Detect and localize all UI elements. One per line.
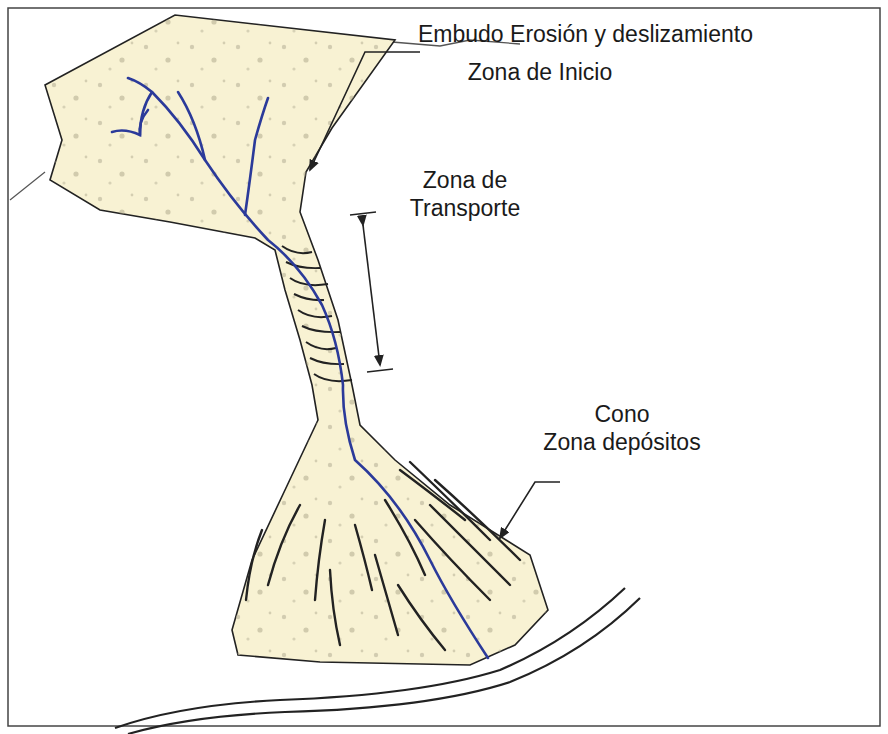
leader-line: [500, 482, 560, 538]
transport-hatching: [282, 246, 352, 381]
hatch-stroke: [302, 326, 340, 332]
hatch-stroke: [282, 246, 312, 253]
zone-label: Embudo Erosión y deslizamiento: [418, 22, 753, 47]
leader-line: [310, 52, 420, 170]
dimension-cap: [350, 212, 376, 215]
river: [115, 588, 640, 734]
hatch-stroke: [306, 342, 336, 349]
zone-label: Zona de Inicio: [468, 60, 612, 85]
zone-label: Cono: [595, 402, 650, 427]
zone-label: Zona de: [423, 168, 507, 193]
dimension-cap: [367, 369, 393, 372]
frame: [8, 8, 880, 726]
zone-label: Zona depósitos: [543, 430, 700, 455]
terrain-line: [10, 172, 45, 200]
texture: [45, 15, 548, 665]
debris-flow-outline: [45, 15, 548, 665]
dimension-arrow: [363, 225, 380, 365]
hatch-stroke: [314, 374, 352, 381]
zone-label: Transporte: [410, 196, 520, 221]
stream-channel: [112, 78, 488, 658]
